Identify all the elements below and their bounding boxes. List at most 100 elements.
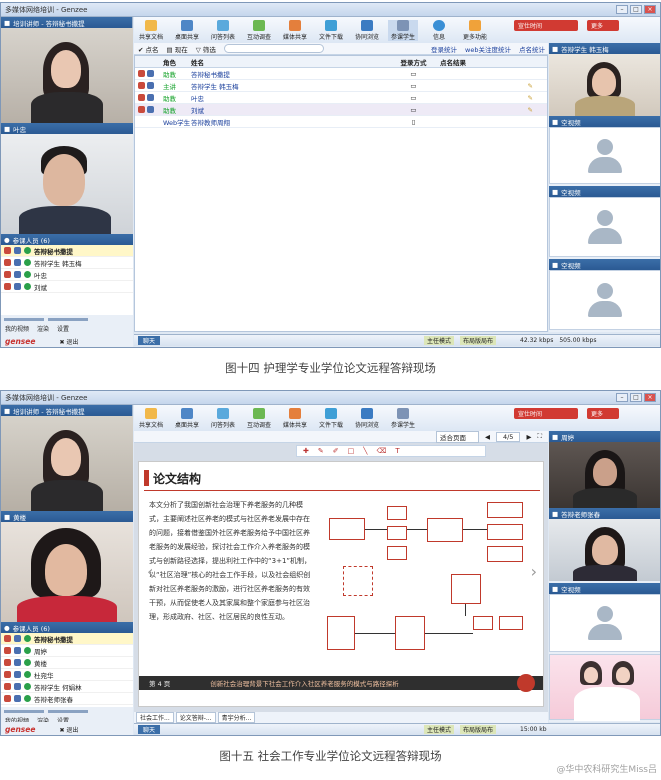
table-row[interactable]: Web学生 答辩教师周翔 ▯ bbox=[135, 116, 547, 128]
video-icon bbox=[14, 695, 21, 702]
toolbar-survey[interactable]: 互动调查 bbox=[244, 19, 274, 41]
rollcall-stats-link[interactable]: 点名统计 bbox=[519, 45, 545, 54]
userlist-header: ● 参课人员 (6) bbox=[1, 234, 133, 245]
user-row[interactable]: 杜宛华 bbox=[1, 669, 133, 681]
flow-box bbox=[329, 518, 365, 540]
empty-video-slot bbox=[549, 197, 660, 257]
user-row[interactable]: 黄楼 bbox=[1, 657, 133, 669]
now-button[interactable]: ▤ 现在 bbox=[166, 45, 188, 54]
user-icon bbox=[24, 647, 31, 654]
text-icon[interactable]: T bbox=[395, 447, 400, 455]
toolbar-qa[interactable]: 问答列表 bbox=[208, 19, 238, 41]
doc-tab[interactable]: 社会工作... bbox=[136, 712, 174, 723]
login-stats-link[interactable]: 登录统计 bbox=[431, 45, 458, 54]
close-icon[interactable]: × bbox=[644, 393, 656, 402]
mic-slider[interactable] bbox=[48, 318, 88, 321]
right-video-2 bbox=[549, 519, 660, 581]
students-icon bbox=[397, 19, 409, 31]
toolbar-share-doc[interactable]: 共享文档 bbox=[136, 407, 166, 429]
layout-tab[interactable]: 布局版局布 bbox=[460, 725, 497, 734]
toolbar-cobrowse[interactable]: 协同浏览 bbox=[352, 19, 382, 41]
volume-slider[interactable] bbox=[4, 710, 44, 713]
pointer-icon[interactable]: ✚ bbox=[303, 447, 309, 455]
timer-button[interactable]: 宣仕时间 bbox=[514, 408, 578, 419]
prev-slide-icon[interactable]: ‹ bbox=[147, 562, 154, 581]
table-row[interactable]: 助教 叶忠 ▭ ✎ bbox=[135, 92, 547, 104]
toolbar-desktop-share[interactable]: 桌面共享 bbox=[172, 407, 202, 429]
zoom-select[interactable]: 适合页面 bbox=[435, 430, 479, 443]
search-input[interactable] bbox=[223, 44, 324, 53]
toolbar-info[interactable]: 信息 bbox=[424, 19, 454, 41]
user-row[interactable]: 答辩学生 何娟林 bbox=[1, 681, 133, 693]
user-row[interactable]: 答辩秘书撒提 bbox=[1, 633, 133, 645]
layout-tab[interactable]: 布局版局布 bbox=[460, 336, 497, 345]
maximize-icon[interactable]: □ bbox=[630, 5, 642, 14]
mic-slider[interactable] bbox=[48, 710, 88, 713]
video-panel-header: ■ 培训讲师 - 答辩秘书撒提 bbox=[1, 17, 132, 28]
flow-connector bbox=[407, 529, 427, 530]
rollcall-button[interactable]: ✔ 点名 bbox=[138, 45, 159, 54]
toolbar-media[interactable]: 媒体共享 bbox=[280, 19, 310, 41]
toolbar-cobrowse[interactable]: 协同浏览 bbox=[352, 407, 382, 429]
filter-button[interactable]: ▽ 筛选 bbox=[195, 45, 216, 54]
next-page-icon[interactable]: ▶ bbox=[526, 432, 532, 441]
toolbar-more[interactable]: 更多功能 bbox=[460, 19, 490, 41]
toolbar-share-doc[interactable]: 共享文档 bbox=[136, 19, 166, 41]
toolbar-desktop-share[interactable]: 桌面共享 bbox=[172, 19, 202, 41]
settings-button[interactable]: 设置 bbox=[57, 716, 69, 725]
caption-1: 图十四 护理学专业学位论文远程答辩现场 bbox=[225, 361, 436, 375]
toolbar-students[interactable]: 参课学生 bbox=[388, 19, 418, 41]
doc-tab[interactable]: 青宇分析... bbox=[217, 712, 256, 723]
fullscreen-icon[interactable]: ⛶ bbox=[537, 432, 542, 440]
minimize-icon[interactable]: – bbox=[616, 393, 628, 402]
render-button[interactable]: 渲染 bbox=[37, 716, 49, 725]
doc-tab[interactable]: 论文答辩-... bbox=[175, 712, 216, 723]
eraser-icon[interactable]: ⌫ bbox=[376, 447, 387, 455]
next-slide-icon[interactable]: › bbox=[530, 562, 537, 581]
person-body bbox=[575, 96, 635, 116]
user-row[interactable]: 答辩老师张春 bbox=[1, 693, 133, 705]
chat-tab[interactable]: 聊天 bbox=[138, 336, 161, 345]
user-row[interactable]: 答辩学生 韩玉梅 bbox=[1, 257, 133, 269]
window-title: 多媒体网络培训 - Genzee bbox=[5, 5, 88, 14]
my-video-button[interactable]: 我的视频 bbox=[5, 716, 29, 725]
table-row[interactable]: 助教 答辩秘书撒提 ▭ bbox=[135, 68, 547, 80]
sticker-figure-face bbox=[584, 667, 598, 683]
line-icon[interactable]: ╲ bbox=[363, 447, 368, 455]
render-button[interactable]: 渲染 bbox=[37, 326, 50, 333]
more-button[interactable]: 更多 bbox=[587, 20, 619, 31]
user-row[interactable]: 答辩秘书撒提 bbox=[1, 245, 133, 257]
user-row[interactable]: 叶忠 bbox=[1, 269, 133, 281]
table-row[interactable]: 助教 刘斌 ▭ ✎ bbox=[135, 104, 547, 116]
toolbar-media[interactable]: 媒体共享 bbox=[280, 407, 310, 429]
table-row[interactable]: 主讲 答辩学生 韩玉梅 ▭ ✎ bbox=[135, 80, 547, 92]
exit-button[interactable]: ✖ 退出 bbox=[59, 726, 79, 734]
toolbar-qa[interactable]: 问答列表 bbox=[208, 407, 238, 429]
close-icon[interactable]: × bbox=[644, 5, 656, 14]
web-stats-link[interactable]: web关注度统计 bbox=[465, 45, 511, 54]
shape-icon[interactable]: □ bbox=[347, 447, 355, 455]
timer-button[interactable]: 宣仕时间 bbox=[514, 20, 578, 31]
mic-icon bbox=[4, 259, 11, 266]
maximize-icon[interactable]: □ bbox=[630, 393, 642, 402]
user-row[interactable]: 刘斌 bbox=[1, 281, 133, 293]
monitor-icon: ▭ bbox=[410, 69, 417, 78]
chat-tab[interactable]: 聊天 bbox=[138, 725, 161, 734]
mode-tab[interactable]: 主任模式 bbox=[424, 336, 455, 345]
user-row[interactable]: 周婷 bbox=[1, 645, 133, 657]
prev-page-icon[interactable]: ◀ bbox=[484, 432, 490, 441]
highlighter-icon[interactable]: ✐ bbox=[332, 447, 339, 455]
toolbar-download[interactable]: 文件下载 bbox=[316, 407, 346, 429]
mode-tab[interactable]: 主任模式 bbox=[424, 725, 455, 734]
volume-slider[interactable] bbox=[4, 318, 44, 321]
minimize-icon[interactable]: – bbox=[616, 5, 628, 14]
toolbar-survey[interactable]: 互动调查 bbox=[244, 407, 274, 429]
toolbar-download[interactable]: 文件下载 bbox=[316, 19, 346, 41]
exit-button[interactable]: ✖ 退出 bbox=[59, 338, 79, 346]
page-indicator[interactable]: 4/5 bbox=[495, 431, 521, 442]
more-button[interactable]: 更多 bbox=[587, 408, 619, 419]
settings-button[interactable]: 设置 bbox=[57, 326, 70, 333]
toolbar-students[interactable]: 参课学生 bbox=[388, 407, 418, 429]
pen-icon[interactable]: ✎ bbox=[317, 447, 324, 455]
my-video-button[interactable]: 我的视频 bbox=[5, 326, 30, 333]
